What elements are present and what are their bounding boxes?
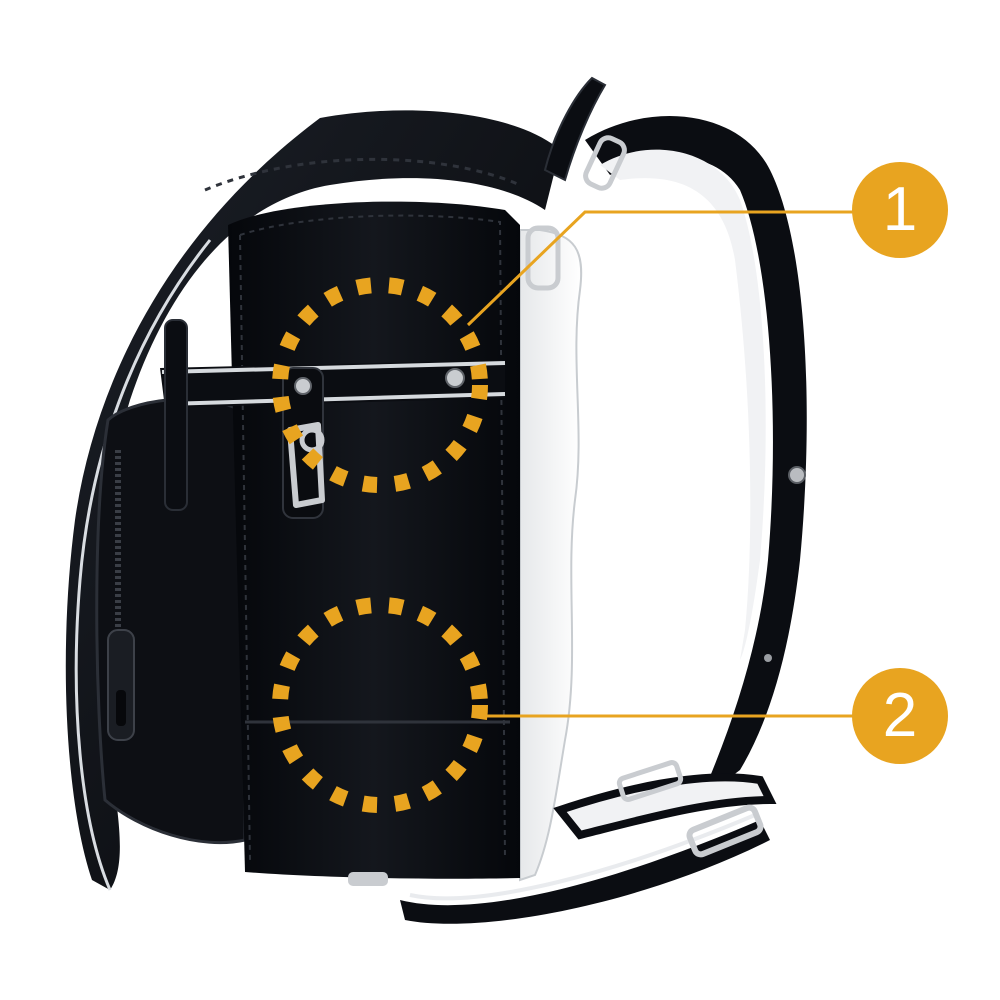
buckle-lower bbox=[616, 760, 684, 802]
side-stitching bbox=[239, 214, 506, 861]
strap-stud bbox=[445, 368, 465, 388]
callout-badge-1: 1 bbox=[852, 162, 948, 258]
handle-ring bbox=[525, 225, 561, 291]
hook-tab-stud bbox=[294, 377, 312, 395]
side-strap-trim-top bbox=[161, 361, 506, 374]
callout-badge-1-label: 1 bbox=[882, 175, 918, 244]
buckle bbox=[686, 804, 764, 858]
safety-hook bbox=[287, 422, 325, 508]
callout-badge-2-label: 2 bbox=[882, 681, 918, 750]
zipper-pull-slot bbox=[116, 690, 126, 726]
callout-circle-1 bbox=[272, 277, 488, 493]
callout-circle-2 bbox=[272, 597, 488, 813]
zipper-pull bbox=[107, 629, 135, 741]
shoulder-strap bbox=[585, 116, 807, 800]
lower-strap-belt bbox=[400, 820, 770, 924]
shoulder-strap-white bbox=[600, 149, 766, 660]
back-panel bbox=[519, 229, 583, 882]
callout-badge-2: 2 bbox=[852, 668, 948, 764]
carry-handle bbox=[543, 76, 607, 182]
handle-ring-top bbox=[583, 135, 627, 191]
top-seam bbox=[204, 157, 521, 192]
side-strap-trim-bottom bbox=[164, 392, 506, 406]
lower-strap-belt-trim bbox=[409, 813, 756, 901]
strap-rivet-lower bbox=[764, 654, 772, 662]
bottom-foot bbox=[348, 872, 388, 886]
strap-rivet bbox=[788, 466, 806, 484]
side-hook-post bbox=[164, 319, 188, 511]
front-flap bbox=[65, 110, 560, 891]
side-panel bbox=[228, 201, 520, 879]
leader-line-1 bbox=[466, 210, 855, 327]
front-flap-trim bbox=[74, 239, 212, 891]
